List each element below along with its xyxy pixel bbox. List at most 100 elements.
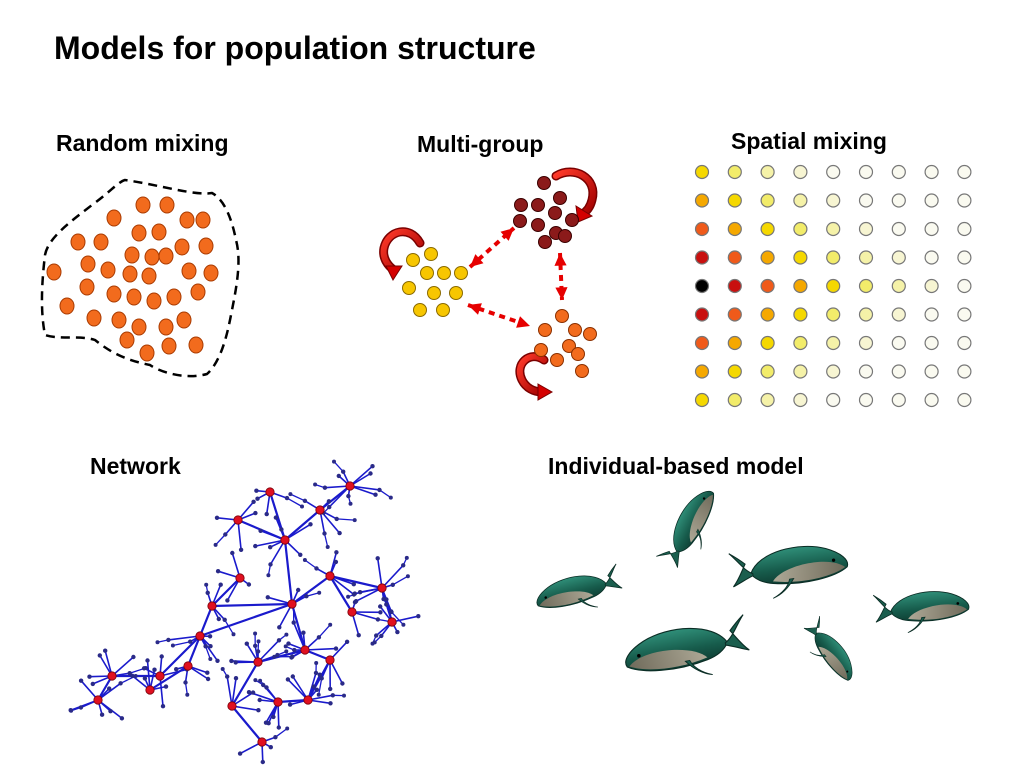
network-leaf (346, 493, 351, 499)
network-leaf (152, 667, 157, 672)
network-leaf (395, 629, 400, 635)
network-leaf (336, 473, 341, 479)
spatial-cell-dot (760, 164, 775, 180)
spatial-cell-dot (826, 221, 841, 237)
network-leaf (308, 522, 313, 527)
whale-icon (620, 614, 753, 690)
spatial-cell-dot (858, 164, 874, 180)
network-leaf (304, 594, 309, 599)
network-leaf (302, 558, 307, 562)
network-leaf (155, 640, 160, 645)
network-edge (323, 533, 329, 548)
network-leaf (87, 674, 92, 679)
spatial-cell-dot (858, 392, 874, 408)
network-leaf (319, 676, 324, 681)
network-leaf (265, 595, 270, 600)
network-leaf (273, 735, 278, 740)
network-leaf (255, 496, 260, 501)
network-leaf (174, 667, 179, 672)
network-edge (379, 489, 392, 499)
network-leaf (279, 527, 284, 532)
spatial-cell-dot (760, 335, 775, 351)
network-leaf (377, 487, 382, 493)
network-leaf (208, 644, 213, 649)
random-mixing-label: Random mixing (56, 130, 229, 156)
network-leaf (213, 542, 218, 547)
individual-dot (198, 237, 214, 255)
migration-arrow (558, 252, 564, 301)
individual-dot (86, 309, 102, 327)
network-leaf (334, 516, 339, 522)
spatial-cell-dot (760, 364, 775, 379)
network-leaf (244, 641, 249, 646)
spatial-cell-dot (694, 392, 710, 408)
individual-dot (158, 247, 174, 265)
network-leaf (337, 530, 342, 536)
network-leaf (384, 597, 389, 602)
spatial-cell-dot (858, 307, 874, 322)
network-leaf (216, 616, 221, 622)
spatial-cell-dot (760, 392, 775, 408)
network-leaf (207, 634, 213, 639)
network-edge (304, 559, 317, 569)
spatial-cell-dot (727, 193, 742, 208)
spatial-cell-dot (727, 307, 742, 322)
network-edge (211, 577, 241, 607)
individual-dot (100, 261, 116, 279)
group-a-dot (424, 247, 438, 261)
network-leaf (328, 686, 333, 692)
network-leaf (311, 684, 316, 689)
network-edge (329, 575, 353, 613)
individual-dot (139, 344, 155, 362)
network-edge (349, 465, 374, 487)
spatial-cell-dot (793, 307, 808, 322)
arrow-head (385, 265, 403, 282)
network-leaf (254, 488, 259, 493)
network-leaf (416, 614, 421, 619)
network-leaf (316, 692, 321, 697)
network-edge (333, 461, 344, 473)
group-a-dot (427, 286, 441, 300)
spatial-cell-dot (826, 335, 841, 351)
network-leaf (231, 632, 236, 637)
network-edge (231, 678, 237, 707)
network-leaf (264, 685, 269, 690)
network-edge (97, 675, 113, 701)
group-c-dot (562, 339, 576, 353)
network-leaf (133, 674, 138, 678)
network-hub-node (195, 631, 205, 641)
network-leaf (342, 693, 346, 698)
individual-dot (79, 278, 95, 296)
network-leaf (325, 545, 330, 549)
network-leaf (352, 518, 357, 523)
network-leaf (378, 610, 383, 615)
network-edge (287, 678, 309, 701)
arrow-head (470, 254, 484, 267)
group-a-dot (406, 253, 420, 267)
network-leaf (253, 543, 258, 549)
network-edge (198, 605, 214, 637)
spatial-cell-dot (694, 250, 710, 265)
spatial-cell-dot (891, 364, 906, 379)
slide-title: Models for population structure (54, 30, 536, 66)
network-leaf (388, 495, 393, 500)
individual-dot (161, 337, 177, 355)
network-leaf (375, 556, 380, 561)
spatial-cell-dot (891, 164, 906, 180)
individual-dot (190, 283, 206, 301)
network-hub-node (257, 737, 267, 747)
network-leaf (333, 646, 339, 651)
spatial-cell-dot (793, 221, 808, 237)
network-leaf (284, 649, 289, 654)
spatial-cell-dot (694, 307, 710, 322)
spatial-cell-dot (826, 392, 841, 408)
whale-icon (728, 536, 852, 605)
spatial-cell-dot (826, 278, 841, 294)
network-leaf (130, 673, 135, 678)
individual-dot (176, 311, 192, 329)
network-leaf (314, 566, 319, 571)
network-edge (284, 509, 321, 541)
spatial-cell-dot (957, 278, 972, 294)
network-edge (286, 497, 303, 508)
network-leaf (290, 674, 295, 679)
